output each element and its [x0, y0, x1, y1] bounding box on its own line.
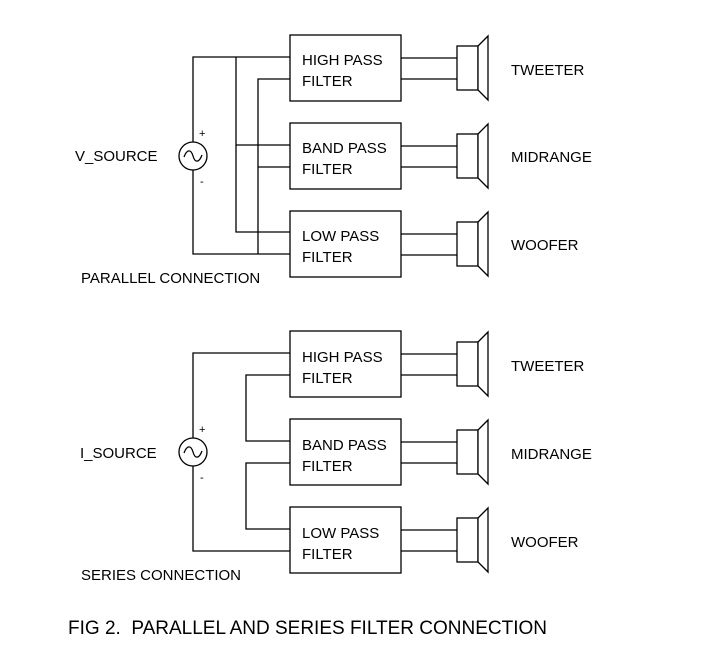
current-source-symbol: [178, 437, 208, 467]
parallel-woofer-wires: [401, 233, 457, 256]
parallel-midrange-label: MIDRANGE: [511, 149, 592, 166]
parallel-low-pass-line1: LOW PASS: [302, 228, 379, 245]
parallel-tweeter-label: TWEETER: [511, 62, 584, 79]
parallel-midrange-speaker-icon: [456, 122, 489, 190]
series-minus-sign: -: [200, 472, 204, 484]
series-band-pass-line2: FILTER: [302, 458, 353, 475]
parallel-high-pass-line2: FILTER: [302, 73, 353, 90]
series-link-2: [245, 462, 290, 530]
parallel-plus-sign: +: [199, 128, 205, 140]
voltage-source-symbol: [178, 141, 208, 171]
series-midrange-speaker-icon: [456, 418, 489, 486]
parallel-bus-a: [235, 57, 290, 233]
parallel-section: + - V_SOURCE HIGH PASS FILTER TWEETER BA…: [75, 34, 592, 287]
parallel-source-top-wire: [192, 56, 290, 142]
series-low-pass-line2: FILTER: [302, 546, 353, 563]
parallel-high-pass-box: [289, 34, 402, 102]
parallel-midrange-wires: [401, 145, 457, 168]
series-midrange-label: MIDRANGE: [511, 446, 592, 463]
series-tweeter-speaker-icon: [456, 330, 489, 398]
parallel-caption: PARALLEL CONNECTION: [81, 270, 260, 287]
parallel-tweeter-speaker-icon: [456, 34, 489, 102]
series-high-pass-box: [289, 330, 402, 398]
series-high-pass-line1: HIGH PASS: [302, 349, 383, 366]
series-band-pass-line1: BAND PASS: [302, 437, 387, 454]
figure-caption: FIG 2. PARALLEL AND SERIES FILTER CONNEC…: [68, 618, 547, 639]
parallel-low-pass-box: [289, 210, 402, 278]
series-midrange-wires: [401, 441, 457, 464]
series-woofer-wires: [401, 529, 457, 552]
series-plus-sign: +: [199, 424, 205, 436]
series-tweeter-wires: [401, 353, 457, 376]
parallel-woofer-label: WOOFER: [511, 237, 579, 254]
parallel-band-pass-line2: FILTER: [302, 161, 353, 178]
v-source-label: V_SOURCE: [75, 148, 158, 165]
parallel-tweeter-wires: [401, 57, 457, 80]
parallel-minus-sign: -: [200, 176, 204, 188]
series-link-1: [245, 374, 290, 442]
parallel-high-pass-line1: HIGH PASS: [302, 52, 383, 69]
series-band-pass-box: [289, 418, 402, 486]
series-low-pass-box: [289, 506, 402, 574]
series-woofer-speaker-icon: [456, 506, 489, 574]
series-high-pass-line2: FILTER: [302, 370, 353, 387]
series-caption: SERIES CONNECTION: [81, 567, 241, 584]
parallel-band-pass-box: [289, 122, 402, 190]
series-section: + - I_SOURCE HIGH PASS FILTER TWEETER BA…: [80, 330, 592, 584]
series-low-pass-line1: LOW PASS: [302, 525, 379, 542]
parallel-low-pass-line2: FILTER: [302, 249, 353, 266]
series-source-bottom-wire: [192, 466, 290, 552]
parallel-source-bottom-wire: [192, 170, 290, 255]
parallel-band-pass-line1: BAND PASS: [302, 140, 387, 157]
parallel-bus-b: [257, 78, 290, 254]
i-source-label: I_SOURCE: [80, 445, 157, 462]
series-woofer-label: WOOFER: [511, 534, 579, 551]
parallel-woofer-speaker-icon: [456, 210, 489, 278]
series-source-top-wire: [192, 352, 290, 438]
series-tweeter-label: TWEETER: [511, 358, 584, 375]
